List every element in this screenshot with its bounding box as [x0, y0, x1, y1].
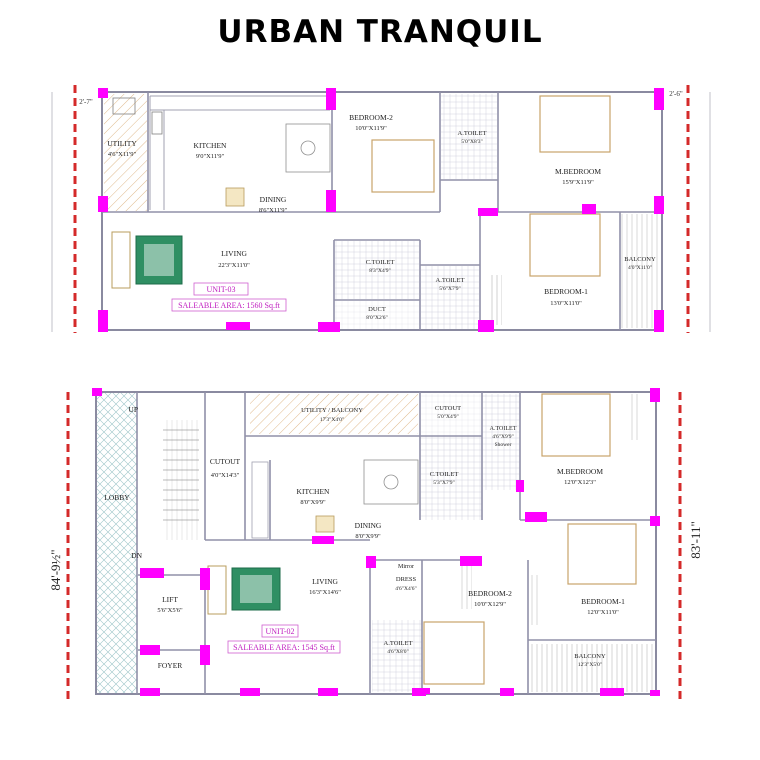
room-bedroom2-name: BEDROOM-2 — [349, 113, 393, 122]
room-dress-note: Mirror — [398, 564, 414, 570]
room-c-toilet-name: C.TOILET — [366, 259, 395, 266]
room-kitchen-name: KITCHEN — [297, 487, 330, 496]
bed-icon — [567, 523, 637, 585]
room-utility-size: 4'6"X11'9" — [108, 151, 137, 158]
unit-02-saleable-area: SALEABLE AREA: 1545 Sq.ft — [233, 643, 336, 652]
room-living-name: LIVING — [312, 577, 338, 586]
room-utility-balcony-size: 17'3"X4'0" — [320, 417, 344, 423]
room-bedroom1-name: BEDROOM-1 — [581, 597, 625, 606]
room-cutout-top-size: 5'0"X4'9" — [437, 414, 458, 420]
unit-02-label: UNIT-02 — [265, 627, 294, 636]
room-dress-size: 4'6"X4'6" — [395, 586, 416, 592]
bed-icon — [371, 139, 435, 193]
room-kitchen-name: KITCHEN — [194, 141, 227, 150]
room-dress-name: DRESS — [396, 576, 417, 583]
room-balcony-size: 12'3"X5'0" — [578, 662, 602, 668]
room-bedroom1-size: 12'0"X11'0" — [587, 609, 619, 616]
room-balcony-name: BALCONY — [574, 653, 606, 660]
room-duct-size: 8'0"X2'6" — [366, 315, 387, 321]
room-kitchen-size: 9'0"X11'9" — [196, 153, 225, 160]
room-utility-balcony-name: UTILITY / BALCONY — [301, 407, 363, 414]
stair-down-label: DN — [131, 551, 142, 560]
room-foyer-name: FOYER — [158, 661, 183, 670]
room-a-toilet-size: 5'0"X8'3" — [461, 139, 482, 145]
room-cutout-size: 4'0"X14'3" — [211, 472, 240, 479]
room-kitchen-size: 8'0"X9'9" — [300, 499, 326, 506]
stair-up-label: UP — [128, 405, 138, 414]
room-lift-name: LIFT — [162, 595, 178, 604]
left-offset-dim: 2'-7" — [79, 98, 93, 106]
room-m-bedroom-name: M.BEDROOM — [557, 467, 603, 476]
room-c-toilet-size: 8'3"X4'9" — [369, 268, 390, 274]
right-dimension: 83'-11" — [688, 521, 703, 559]
bed-icon — [423, 621, 485, 685]
left-dimension: 84'-9½" — [48, 549, 63, 590]
bed-icon — [541, 393, 611, 457]
room-dining-size: 8'6"X11'9" — [259, 207, 288, 214]
room-lift-size: 5'6"X5'6" — [157, 607, 183, 614]
room-dining-name: DINING — [260, 195, 287, 204]
room-duct-name: DUCT — [368, 306, 386, 313]
unit-02-plan: 84'-9½" 83'-11" — [48, 388, 703, 700]
room-cutout-top-name: CUTOUT — [435, 405, 461, 412]
room-living-size: 22'3"X11'0" — [218, 262, 250, 269]
room-a-toilet-top-note: Shower — [495, 442, 512, 448]
room-balcony-name: BALCONY — [624, 256, 656, 263]
room-lobby-name: LOBBY — [104, 493, 130, 502]
room-c-toilet-name: C.TOILET — [430, 471, 459, 478]
room-bedroom2-name: BEDROOM-2 — [468, 589, 512, 598]
unit-03-saleable-area: SALEABLE AREA: 1560 Sq.ft — [178, 301, 281, 310]
unit-03-plan: UNIT-03 SALEABLE AREA: 1560 Sq.ft 2'-7" … — [51, 85, 711, 333]
room-m-bedroom-name: M.BEDROOM — [555, 167, 601, 176]
right-offset-dim: 2'-6" — [669, 90, 683, 98]
room-living-size: 16'3"X14'6" — [309, 589, 341, 596]
room-a-toilet-bottom-size: 4'6"X8'0" — [387, 649, 408, 655]
unit-02-outline — [95, 391, 657, 695]
room-living-name: LIVING — [221, 249, 247, 258]
room-m-bedroom-size: 15'9"X11'9" — [562, 179, 594, 186]
room-a-toilet-name: A.TOILET — [458, 130, 487, 137]
bed-icon — [539, 95, 611, 153]
lobby-area — [97, 393, 137, 693]
unit-03-label: UNIT-03 — [206, 285, 235, 294]
room-a-toilet-mid-name: A.TOILET — [436, 277, 465, 284]
room-c-toilet-size: 5'3"X7'9" — [433, 480, 454, 486]
room-a-toilet-top-size: 4'6"X9'9" — [492, 434, 513, 440]
room-utility-name: UTILITY — [107, 139, 137, 148]
room-a-toilet-top-name: A.TOILET — [490, 426, 517, 432]
room-bedroom2-size: 10'0"X11'9" — [355, 125, 387, 132]
room-dining-size: 8'0"X9'9" — [355, 533, 381, 540]
room-dining-name: DINING — [355, 521, 382, 530]
room-a-toilet-bottom-name: A.TOILET — [384, 640, 413, 647]
room-bedroom2-size: 10'0"X12'9" — [474, 601, 506, 608]
room-bedroom1-size: 13'0"X11'0" — [550, 300, 582, 307]
room-bedroom1-name: BEDROOM-1 — [544, 287, 588, 296]
room-cutout-name: CUTOUT — [210, 457, 241, 466]
bed-icon — [529, 213, 601, 277]
room-balcony-size: 4'0"X11'0" — [628, 265, 652, 271]
room-a-toilet-mid-size: 5'6"X7'9" — [439, 286, 460, 292]
room-m-bedroom-size: 12'0"X12'3" — [564, 479, 596, 486]
page-title: URBAN TRANQUIL — [217, 14, 543, 50]
